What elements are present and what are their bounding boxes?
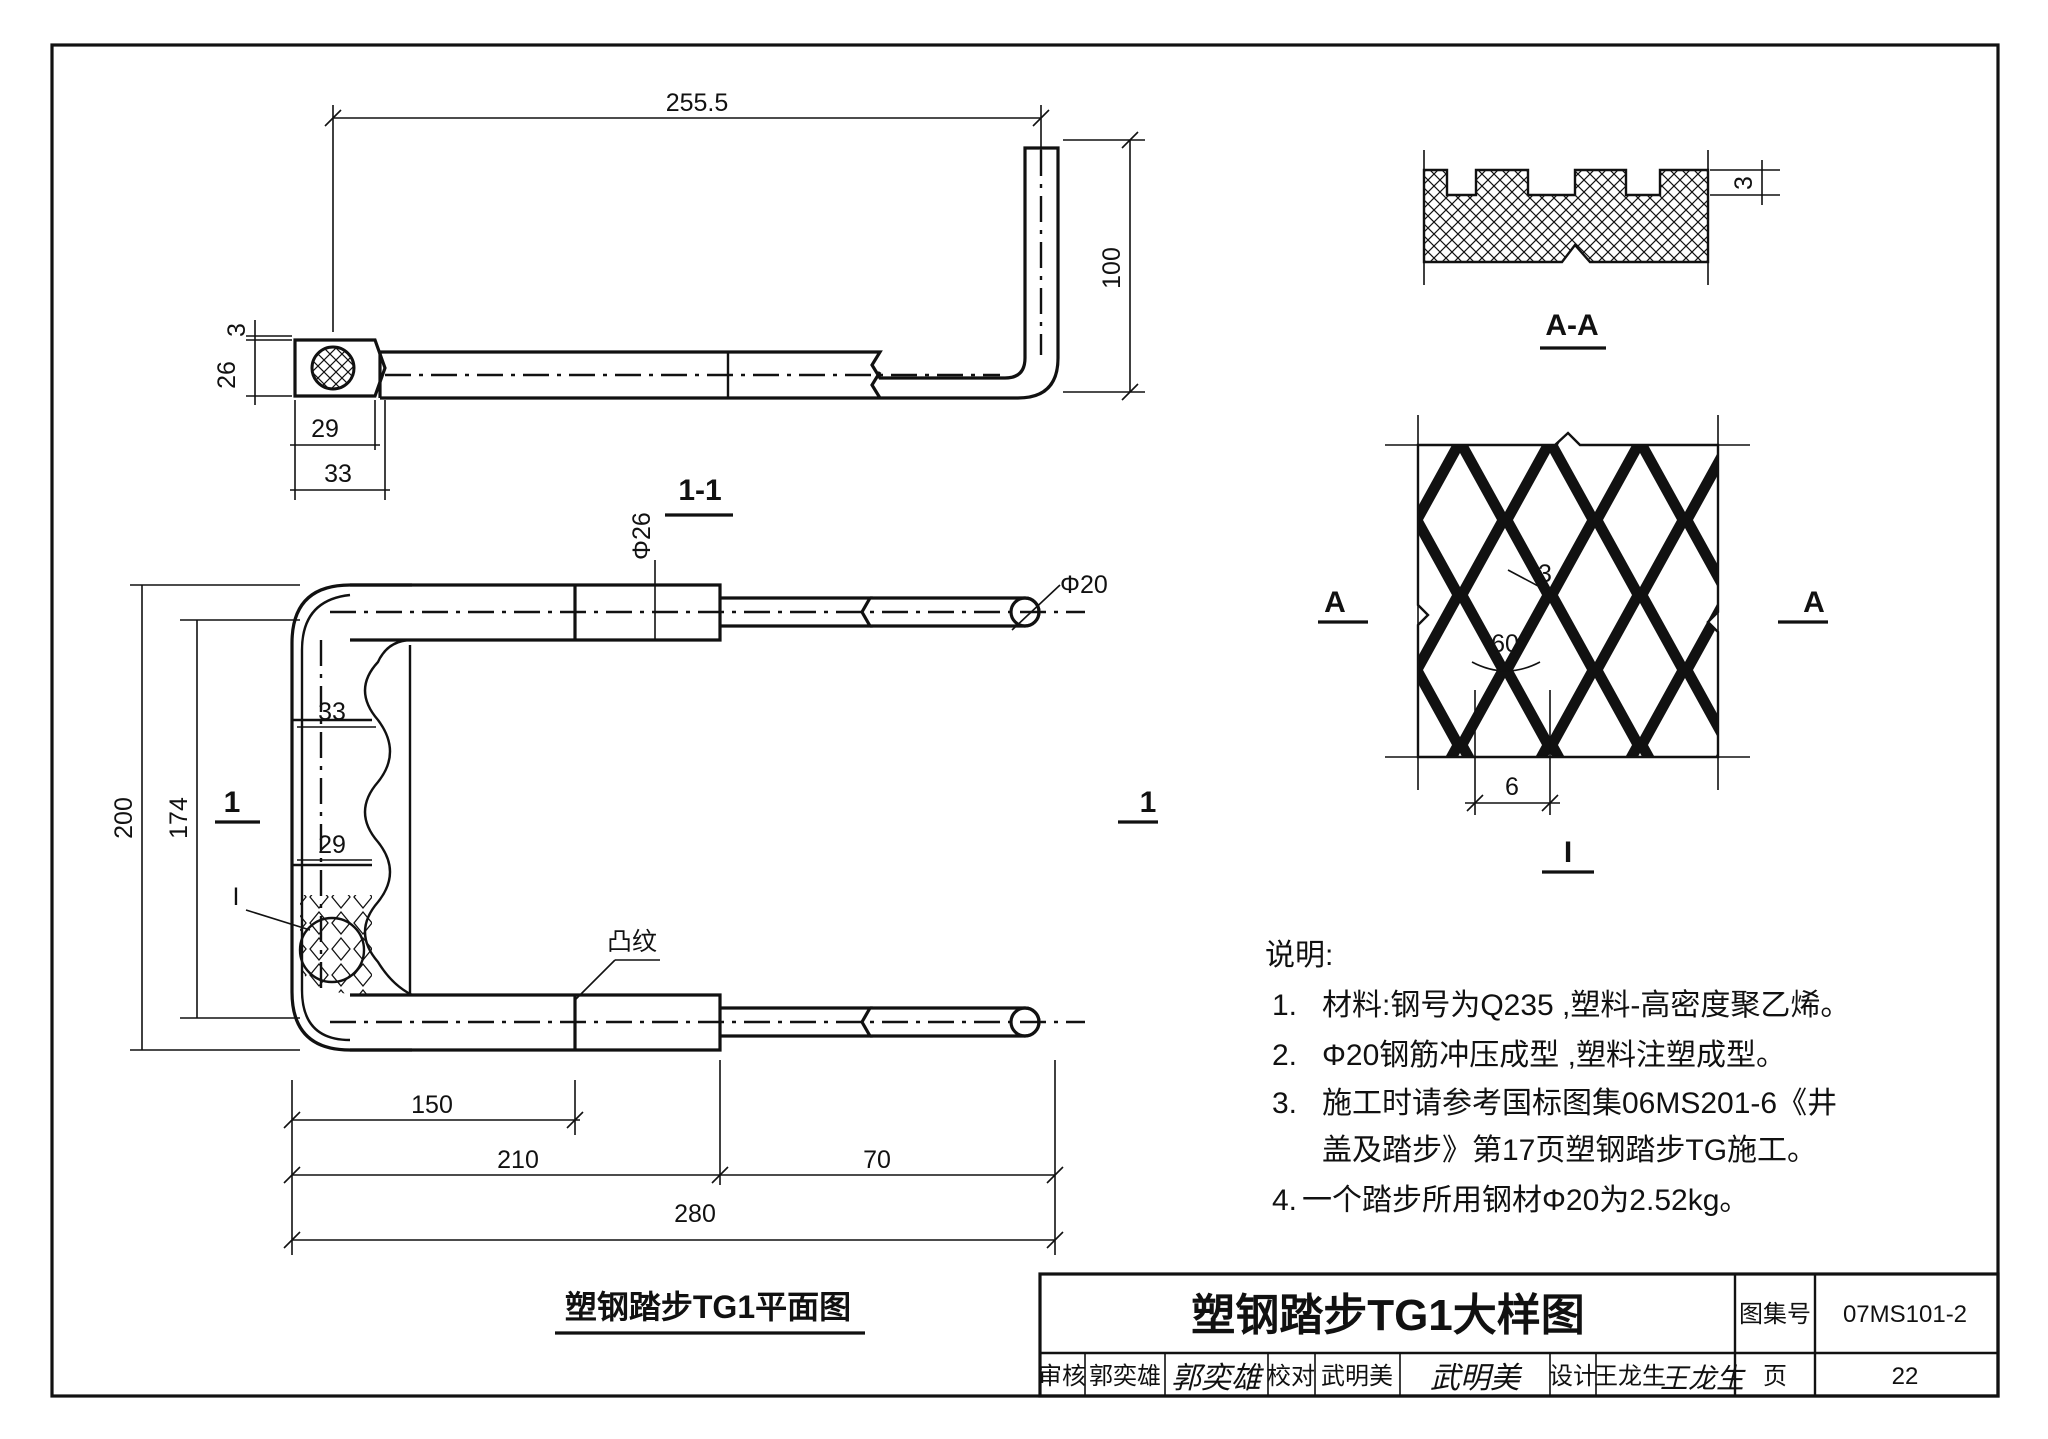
dim-174: 174 xyxy=(165,797,193,839)
note-3-num: 3. xyxy=(1272,1087,1297,1120)
designer-signature: 王龙生 xyxy=(1660,1362,1746,1395)
note-1-num: 1. xyxy=(1272,989,1297,1022)
dim-210: 210 xyxy=(497,1146,539,1174)
section-1-1: 255.5 100 3 26 29 33 1-1 xyxy=(213,89,1145,517)
dim-a-a-3: 3 xyxy=(1730,176,1758,190)
plan-view: I 凸纹 Φ26 Φ20 200 174 33 29 1 1 xyxy=(110,512,1158,1335)
note-4-num: 4. xyxy=(1272,1184,1297,1217)
rod-end-hatch-icon xyxy=(310,345,356,391)
designer: 王龙生 xyxy=(1594,1363,1666,1390)
check-label: 校对 xyxy=(1267,1363,1315,1390)
cut-mark-right: A xyxy=(1803,586,1825,619)
checker: 武明美 xyxy=(1321,1363,1393,1390)
dim-phi26: Φ26 xyxy=(628,512,656,560)
atlas-no: 07MS101-2 xyxy=(1843,1301,1967,1328)
dim-280: 280 xyxy=(674,1200,716,1228)
detail-I-marker-icon xyxy=(298,916,366,984)
reviewer-signature: 郭奕雄 xyxy=(1171,1361,1264,1396)
note-1-text: 材料:钢号为Q235 ,塑料-高密度聚乙烯。 xyxy=(1322,989,1850,1022)
notes: 说明: 1. 材料:钢号为Q235 ,塑料-高密度聚乙烯。 2. Φ20钢筋冲压… xyxy=(1265,939,1850,1217)
dim-detail-6: 6 xyxy=(1505,773,1519,801)
dim-150: 150 xyxy=(411,1091,453,1119)
cut-mark-left: A xyxy=(1324,586,1346,619)
dim-detail-3: 3 xyxy=(1538,560,1552,588)
page-label: 页 xyxy=(1763,1363,1787,1390)
dim-phi20: Φ20 xyxy=(1060,571,1108,599)
note-2-text: Φ20钢筋冲压成型 ,塑料注塑成型。 xyxy=(1322,1039,1786,1072)
plan-title: 塑钢踏步TG1平面图 xyxy=(565,1289,851,1325)
dim-3-top: 3 xyxy=(223,323,251,337)
dim-70: 70 xyxy=(863,1146,891,1174)
label-detail-i: I xyxy=(1564,836,1572,869)
note-3-text-2: 盖及踏步》第17页塑钢踏步TG施工。 xyxy=(1322,1134,1817,1167)
section-a-a: 3 A-A xyxy=(1422,150,1780,350)
reviewer: 郭奕雄 xyxy=(1089,1363,1161,1390)
dim-26: 26 xyxy=(213,361,241,389)
checker-signature: 武明美 xyxy=(1430,1361,1523,1396)
section-mark-right: 1 xyxy=(1140,786,1157,819)
note-4-text: 一个踏步所用钢材Φ20为2.52kg。 xyxy=(1302,1184,1749,1217)
title-block-title: 塑钢踏步TG1大样图 xyxy=(1191,1291,1585,1340)
dim-255-5: 255.5 xyxy=(666,89,729,117)
atlas-label: 图集号 xyxy=(1739,1301,1811,1328)
dim-33-top: 33 xyxy=(324,460,352,488)
emboss-label: 凸纹 xyxy=(607,928,657,956)
dim-33-plan: 33 xyxy=(318,698,346,726)
page-no: 22 xyxy=(1892,1363,1919,1390)
marker-I: I xyxy=(233,883,240,911)
dim-200: 200 xyxy=(110,797,138,839)
note-2-num: 2. xyxy=(1272,1039,1297,1072)
dim-100: 100 xyxy=(1098,247,1126,289)
label-section-1-1: 1-1 xyxy=(678,474,721,507)
sheet-border xyxy=(50,43,2000,1398)
notes-heading: 说明: xyxy=(1265,939,1333,972)
note-3-text-1: 施工时请参考国标图集06MS201-6《井 xyxy=(1322,1087,1837,1120)
design-label: 设计 xyxy=(1549,1363,1597,1390)
review-label: 审核 xyxy=(1038,1363,1086,1390)
dim-29-top: 29 xyxy=(311,415,339,443)
label-section-a-a: A-A xyxy=(1545,309,1598,342)
dim-angle-60: 60° xyxy=(1491,630,1529,658)
dim-29-plan: 29 xyxy=(318,831,346,859)
title-block: 塑钢踏步TG1大样图 图集号 07MS101-2 页 22 审核 郭奕雄 郭奕雄… xyxy=(1038,1272,2000,1398)
section-mark-left: 1 xyxy=(224,786,241,819)
detail-i: 3 60° 6 A A I xyxy=(1318,415,1828,874)
